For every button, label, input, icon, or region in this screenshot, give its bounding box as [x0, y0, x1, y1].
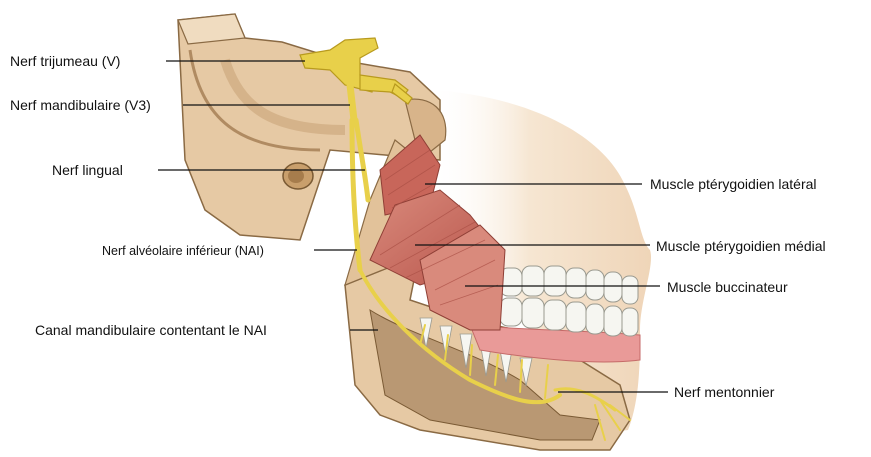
label-medial-pterygoid: Muscle ptérygoidien médial	[656, 238, 826, 254]
label-trigeminal-nerve: Nerf trijumeau (V)	[10, 53, 120, 69]
label-buccinator: Muscle buccinateur	[667, 279, 788, 295]
skull-block-top	[178, 14, 245, 44]
label-mandibular-nerve: Nerf mandibulaire (V3)	[10, 97, 151, 113]
ear-canal-inner	[288, 169, 304, 183]
mandibular-nerve-trunk	[350, 85, 354, 120]
label-inferior-alveolar-nerve: Nerf alvéolaire inférieur (NAI)	[102, 243, 264, 259]
label-lingual-nerve: Nerf lingual	[52, 162, 123, 178]
label-mandibular-canal: Canal mandibulaire contentant le NAI	[35, 322, 267, 338]
label-lateral-pterygoid: Muscle ptérygoidien latéral	[650, 176, 817, 192]
label-mental-nerve: Nerf mentonnier	[674, 384, 774, 400]
